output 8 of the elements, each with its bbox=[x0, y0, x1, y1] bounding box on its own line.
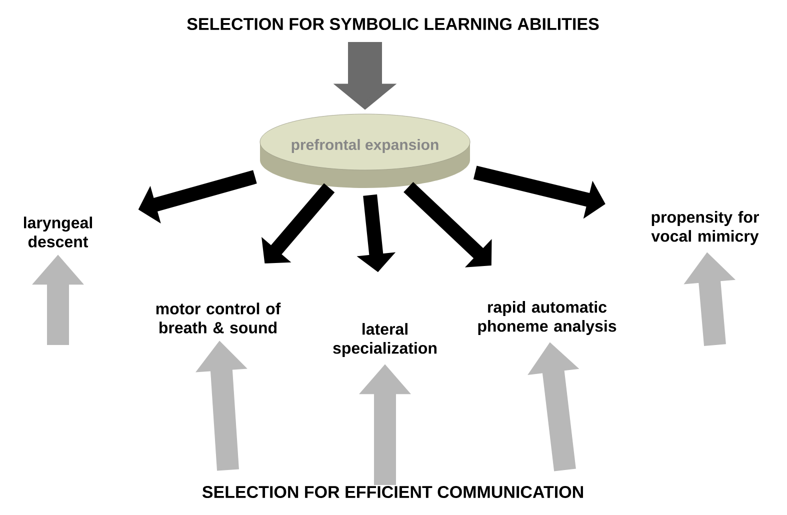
heading: SELECTION FOR SYMBOLIC LEARNING ABILITIES bbox=[187, 18, 599, 30]
disc: prefrontal expansion bbox=[260, 114, 470, 188]
label-text: rapid automatic phoneme analysis bbox=[478, 301, 616, 335]
label-text: motor control of breath & sound bbox=[156, 302, 281, 334]
label-text: propensity for vocal mimicry bbox=[651, 211, 759, 245]
heading: SELECTION FOR EFFICIENT COMMUNICATION bbox=[202, 486, 583, 498]
label-text: laryngeal descent bbox=[24, 216, 92, 248]
label-text: lateral specialization bbox=[333, 323, 436, 357]
